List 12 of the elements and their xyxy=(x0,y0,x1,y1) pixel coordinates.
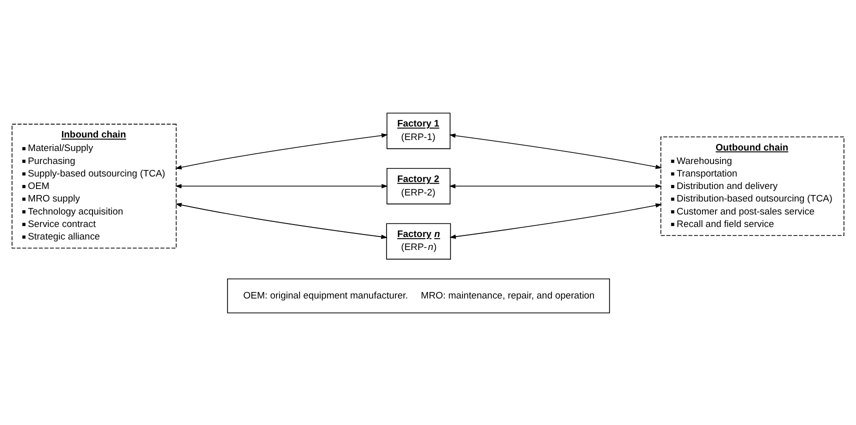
arrow xyxy=(175,202,388,238)
arrow xyxy=(175,183,388,188)
arrow xyxy=(175,132,388,169)
node-box: OEM: original equipment manufacturer. MRO: maintenance, repair, and operation xyxy=(227,278,610,313)
node-box: Inbound chain Material/Supply Purchasing Supply-based outsourcing (TCA) OEM MRO supply Technology acquisition Service contract Strategic alliance xyxy=(12,123,177,248)
node-box: Factory 1 (ERP-1) xyxy=(386,112,450,149)
node-box: Factory n (ERP-n) xyxy=(386,222,451,260)
arrow xyxy=(449,183,662,188)
arrow xyxy=(449,132,662,169)
node-box: Outbound chain Warehousing Transportation Distribution and delivery Distribution-based outsourcing (TCA) Customer and post-sales service Recall and field service xyxy=(660,136,844,236)
node-box: Factory 2 (ERP-2) xyxy=(386,168,450,204)
arrow xyxy=(450,202,662,238)
